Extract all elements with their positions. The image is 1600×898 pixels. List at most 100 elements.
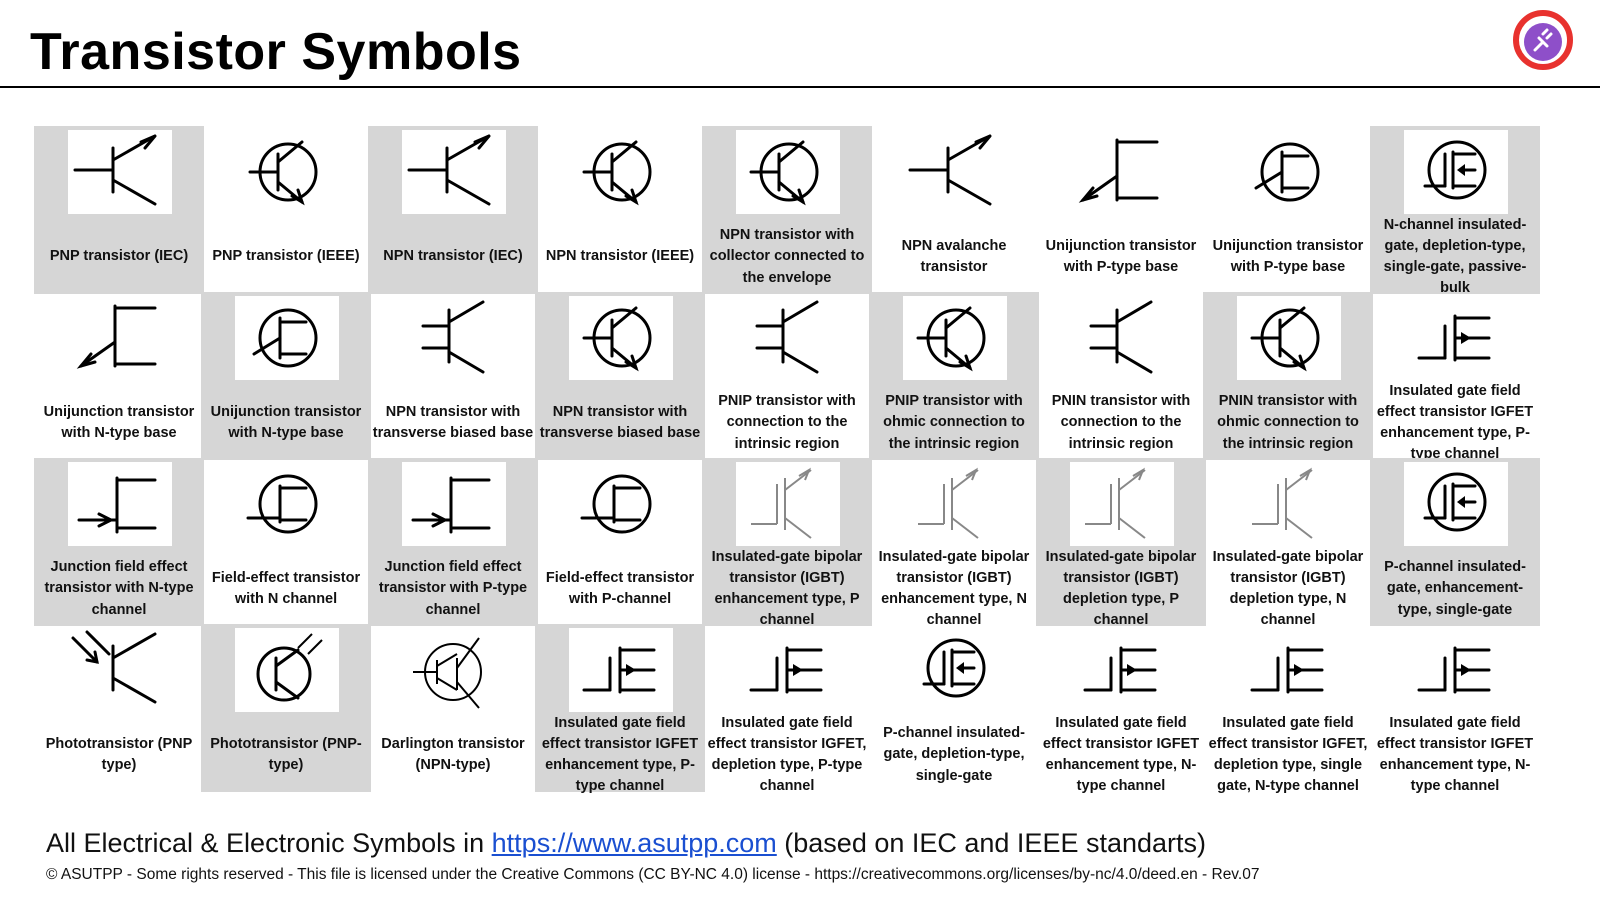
symbol-cell: Phototransistor (PNP-type) xyxy=(201,624,371,792)
symbol-frame xyxy=(1404,130,1508,214)
igbt-symbol-icon xyxy=(751,467,812,539)
symbol-frame xyxy=(402,130,506,214)
bjt-tb-symbol-icon xyxy=(1089,300,1153,374)
symbol-label: Insulated-gate bipolar transistor (IGBT)… xyxy=(878,548,1030,629)
symbol-cell: N-channel insulated-gate, depletion-type… xyxy=(1370,126,1540,297)
symbol-frame xyxy=(1404,462,1508,546)
symbol-cell: Insulated gate field effect transistor I… xyxy=(1370,292,1540,463)
symbol-cell: Insulated gate field effect transistor I… xyxy=(1370,624,1540,795)
symbol-label: Unijunction transistor with N-type base xyxy=(43,403,195,441)
symbol-cell: PNIN transistor with connection to the i… xyxy=(1036,292,1206,460)
symbol-cell: NPN transistor with collector connected … xyxy=(702,126,872,294)
symbol-label: NPN transistor (IEEE) xyxy=(545,248,695,265)
symbol-label: Phototransistor (PNP-type) xyxy=(210,735,362,773)
footer-links-line: All Electrical & Electronic Symbols in h… xyxy=(46,828,1206,859)
symbol-cell: Insulated gate field effect transistor I… xyxy=(702,624,872,795)
symbol-label: Field-effect transistor with P-channel xyxy=(545,569,695,607)
symbol-label: P-channel insulated-gate, depletion-type… xyxy=(883,725,1025,784)
symbol-label: Insulated gate field effect transistor I… xyxy=(541,714,699,795)
symbol-cell: Insulated-gate bipolar transistor (IGBT)… xyxy=(702,458,872,628)
symbol-cell: PNP transistor (IEC) xyxy=(34,126,204,294)
igfet-symbol-icon xyxy=(1250,646,1324,694)
ujt-symbol-icon xyxy=(76,304,157,369)
jfet-circle-symbol-icon xyxy=(580,474,652,534)
photo-symbol-icon xyxy=(71,630,157,704)
igfet-symbol-icon xyxy=(1417,314,1491,362)
symbol-cell: Unijunction transistor with N-type base xyxy=(201,292,371,460)
bjt-ieee-symbol-icon xyxy=(1250,306,1320,372)
symbol-cell: Field-effect transistor with P-channel xyxy=(535,458,705,626)
footer-suffix: (based on IEC and IEEE standarts) xyxy=(776,828,1207,858)
symbol-cell: Insulated-gate bipolar transistor (IGBT)… xyxy=(869,458,1039,629)
symbol-label: Insulated gate field effect transistor I… xyxy=(1208,714,1368,795)
ujt-circle-symbol-icon xyxy=(1254,142,1320,202)
symbol-label: Darlington transistor (NPN-type) xyxy=(381,735,525,773)
mosfet-circle-symbol-icon xyxy=(1423,140,1487,200)
symbol-cell: Phototransistor (PNP type) xyxy=(34,624,204,792)
symbol-cell: NPN transistor with transverse biased ba… xyxy=(535,292,705,460)
symbol-label: Insulated gate field effect transistor I… xyxy=(1376,382,1534,463)
symbol-frame xyxy=(68,462,172,546)
symbol-label: N-channel insulated-gate, depletion-type… xyxy=(1383,216,1527,297)
symbol-cell: NPN transistor with transverse biased ba… xyxy=(368,292,538,460)
mosfet-circle-symbol-icon xyxy=(922,638,986,698)
symbol-label: PNIP transistor with connection to the i… xyxy=(718,393,856,452)
igfet-symbol-icon xyxy=(749,646,823,694)
symbol-cell: Junction field effect transistor with N-… xyxy=(34,458,204,626)
asutpp-logo[interactable] xyxy=(1513,10,1573,70)
jfet-circle-symbol-icon xyxy=(246,474,318,534)
symbol-label: Insulated gate field effect transistor I… xyxy=(1042,714,1200,795)
symbol-label: NPN transistor with transverse biased ba… xyxy=(539,403,701,441)
symbol-label: Phototransistor (PNP type) xyxy=(45,735,193,773)
bjt-ieee-symbol-icon xyxy=(749,140,819,206)
symbol-cell: P-channel insulated-gate, depletion-type… xyxy=(869,624,1039,792)
symbol-label: Junction field effect transistor with P-… xyxy=(378,559,528,618)
symbol-label: Insulated gate field effect transistor I… xyxy=(707,714,867,795)
bjt-ieee-symbol-icon xyxy=(248,140,318,206)
symbol-label: NPN transistor with transverse biased ba… xyxy=(372,403,534,441)
bjt-iec-symbol-icon xyxy=(908,134,992,206)
symbol-label: PNIN transistor with connection to the i… xyxy=(1051,393,1191,452)
symbol-cell: Insulated gate field effect transistor I… xyxy=(1036,624,1206,795)
symbol-frame xyxy=(235,628,339,712)
bjt-ieee-symbol-icon xyxy=(916,306,986,372)
darlington-symbol-icon xyxy=(413,637,482,709)
symbol-label: Insulated gate field effect transistor I… xyxy=(1376,714,1534,795)
igfet-symbol-icon xyxy=(582,646,656,694)
symbol-label: P-channel insulated-gate, enhancement-ty… xyxy=(1384,559,1526,618)
symbol-label: Unijunction transistor with P-type base xyxy=(1045,237,1197,275)
footer-prefix: All Electrical & Electronic Symbols in xyxy=(46,828,492,858)
asutpp-link[interactable]: https://www.asutpp.com xyxy=(491,828,777,858)
symbol-frame xyxy=(402,462,506,546)
bjt-ieee-symbol-icon xyxy=(582,306,652,372)
symbol-cell: PNP transistor (IEEE) xyxy=(201,126,371,294)
symbol-label: Insulated-gate bipolar transistor (IGBT)… xyxy=(1045,548,1197,629)
mosfet-circle-symbol-icon xyxy=(1423,472,1487,532)
ujt-circle-symbol-icon xyxy=(252,308,318,368)
symbol-label: Junction field effect transistor with N-… xyxy=(44,559,194,618)
jfet-symbol-icon xyxy=(77,476,157,534)
symbol-label: Unijunction transistor with N-type base xyxy=(210,403,362,441)
igfet-symbol-icon xyxy=(1417,646,1491,694)
symbol-cell: NPN transistor (IEC) xyxy=(368,126,538,294)
license-notice: © ASUTPP - Some rights reserved - This f… xyxy=(46,866,1260,883)
ujt-symbol-icon xyxy=(1078,138,1159,203)
bjt-tb-symbol-icon xyxy=(421,300,485,374)
title-divider xyxy=(0,86,1600,88)
jfet-symbol-icon xyxy=(411,476,491,534)
symbol-cell: NPN transistor (IEEE) xyxy=(535,126,705,294)
symbol-cell: Insulated gate field effect transistor I… xyxy=(535,624,705,795)
symbol-label: PNP transistor (IEC) xyxy=(49,248,189,265)
symbol-cell: PNIP transistor with connection to the i… xyxy=(702,292,872,460)
symbol-cell: Unijunction transistor with N-type base xyxy=(34,292,204,460)
symbol-cell: Insulated-gate bipolar transistor (IGBT)… xyxy=(1036,458,1206,629)
symbol-frame xyxy=(1070,462,1174,546)
symbol-label: Field-effect transistor with N channel xyxy=(211,569,361,607)
bjt-iec-symbol-icon xyxy=(407,134,491,206)
symbol-frame xyxy=(736,462,840,546)
bjt-ieee-symbol-icon xyxy=(582,140,652,206)
symbol-cell: PNIN transistor with ohmic connection to… xyxy=(1203,292,1373,460)
igbt-symbol-icon xyxy=(1252,467,1313,539)
igbt-symbol-icon xyxy=(1085,467,1146,539)
bjt-tb-symbol-icon xyxy=(755,300,819,374)
